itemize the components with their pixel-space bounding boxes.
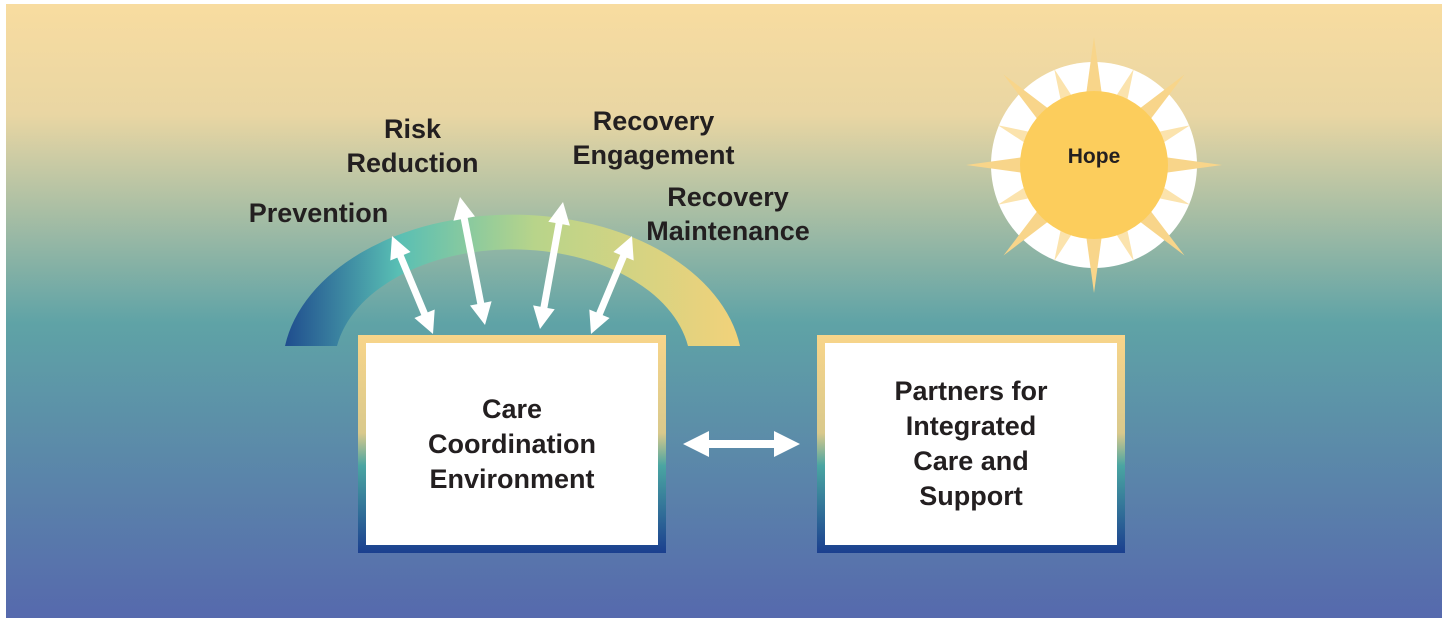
- sun-ray: [1134, 74, 1185, 125]
- sun-label: Hope: [1067, 145, 1121, 168]
- label-recovery-engagement: Recovery Engagement: [572, 106, 735, 170]
- double-arrow-icon: [683, 431, 800, 457]
- label-recovery-maintenance: Recovery Maintenance: [646, 182, 810, 246]
- double-arrow-icon: [589, 236, 634, 334]
- double-arrow-icon: [533, 202, 570, 329]
- care-box: [366, 343, 658, 545]
- sun-ray: [1134, 205, 1185, 256]
- sun-ray: [1085, 37, 1103, 100]
- sun-ray: [1003, 74, 1054, 125]
- arc-arrows: [390, 197, 634, 334]
- sun-ray: [966, 156, 1029, 174]
- partners-box-text: Partners for Integrated Care and Support: [894, 376, 1048, 511]
- sun-ray: [1003, 205, 1054, 256]
- sun-ray: [1159, 156, 1222, 174]
- sun-icon: [966, 37, 1222, 293]
- double-arrow-icon: [453, 197, 492, 325]
- partners-box: [825, 343, 1117, 545]
- sun-ray: [1085, 230, 1103, 293]
- label-prevention: Prevention: [248, 198, 389, 228]
- care-box-text: Care Coordination Environment: [428, 393, 596, 494]
- double-arrow-icon: [390, 236, 435, 334]
- label-risk-reduction: Risk Reduction: [346, 114, 479, 178]
- double-arrow-shape: [683, 431, 800, 457]
